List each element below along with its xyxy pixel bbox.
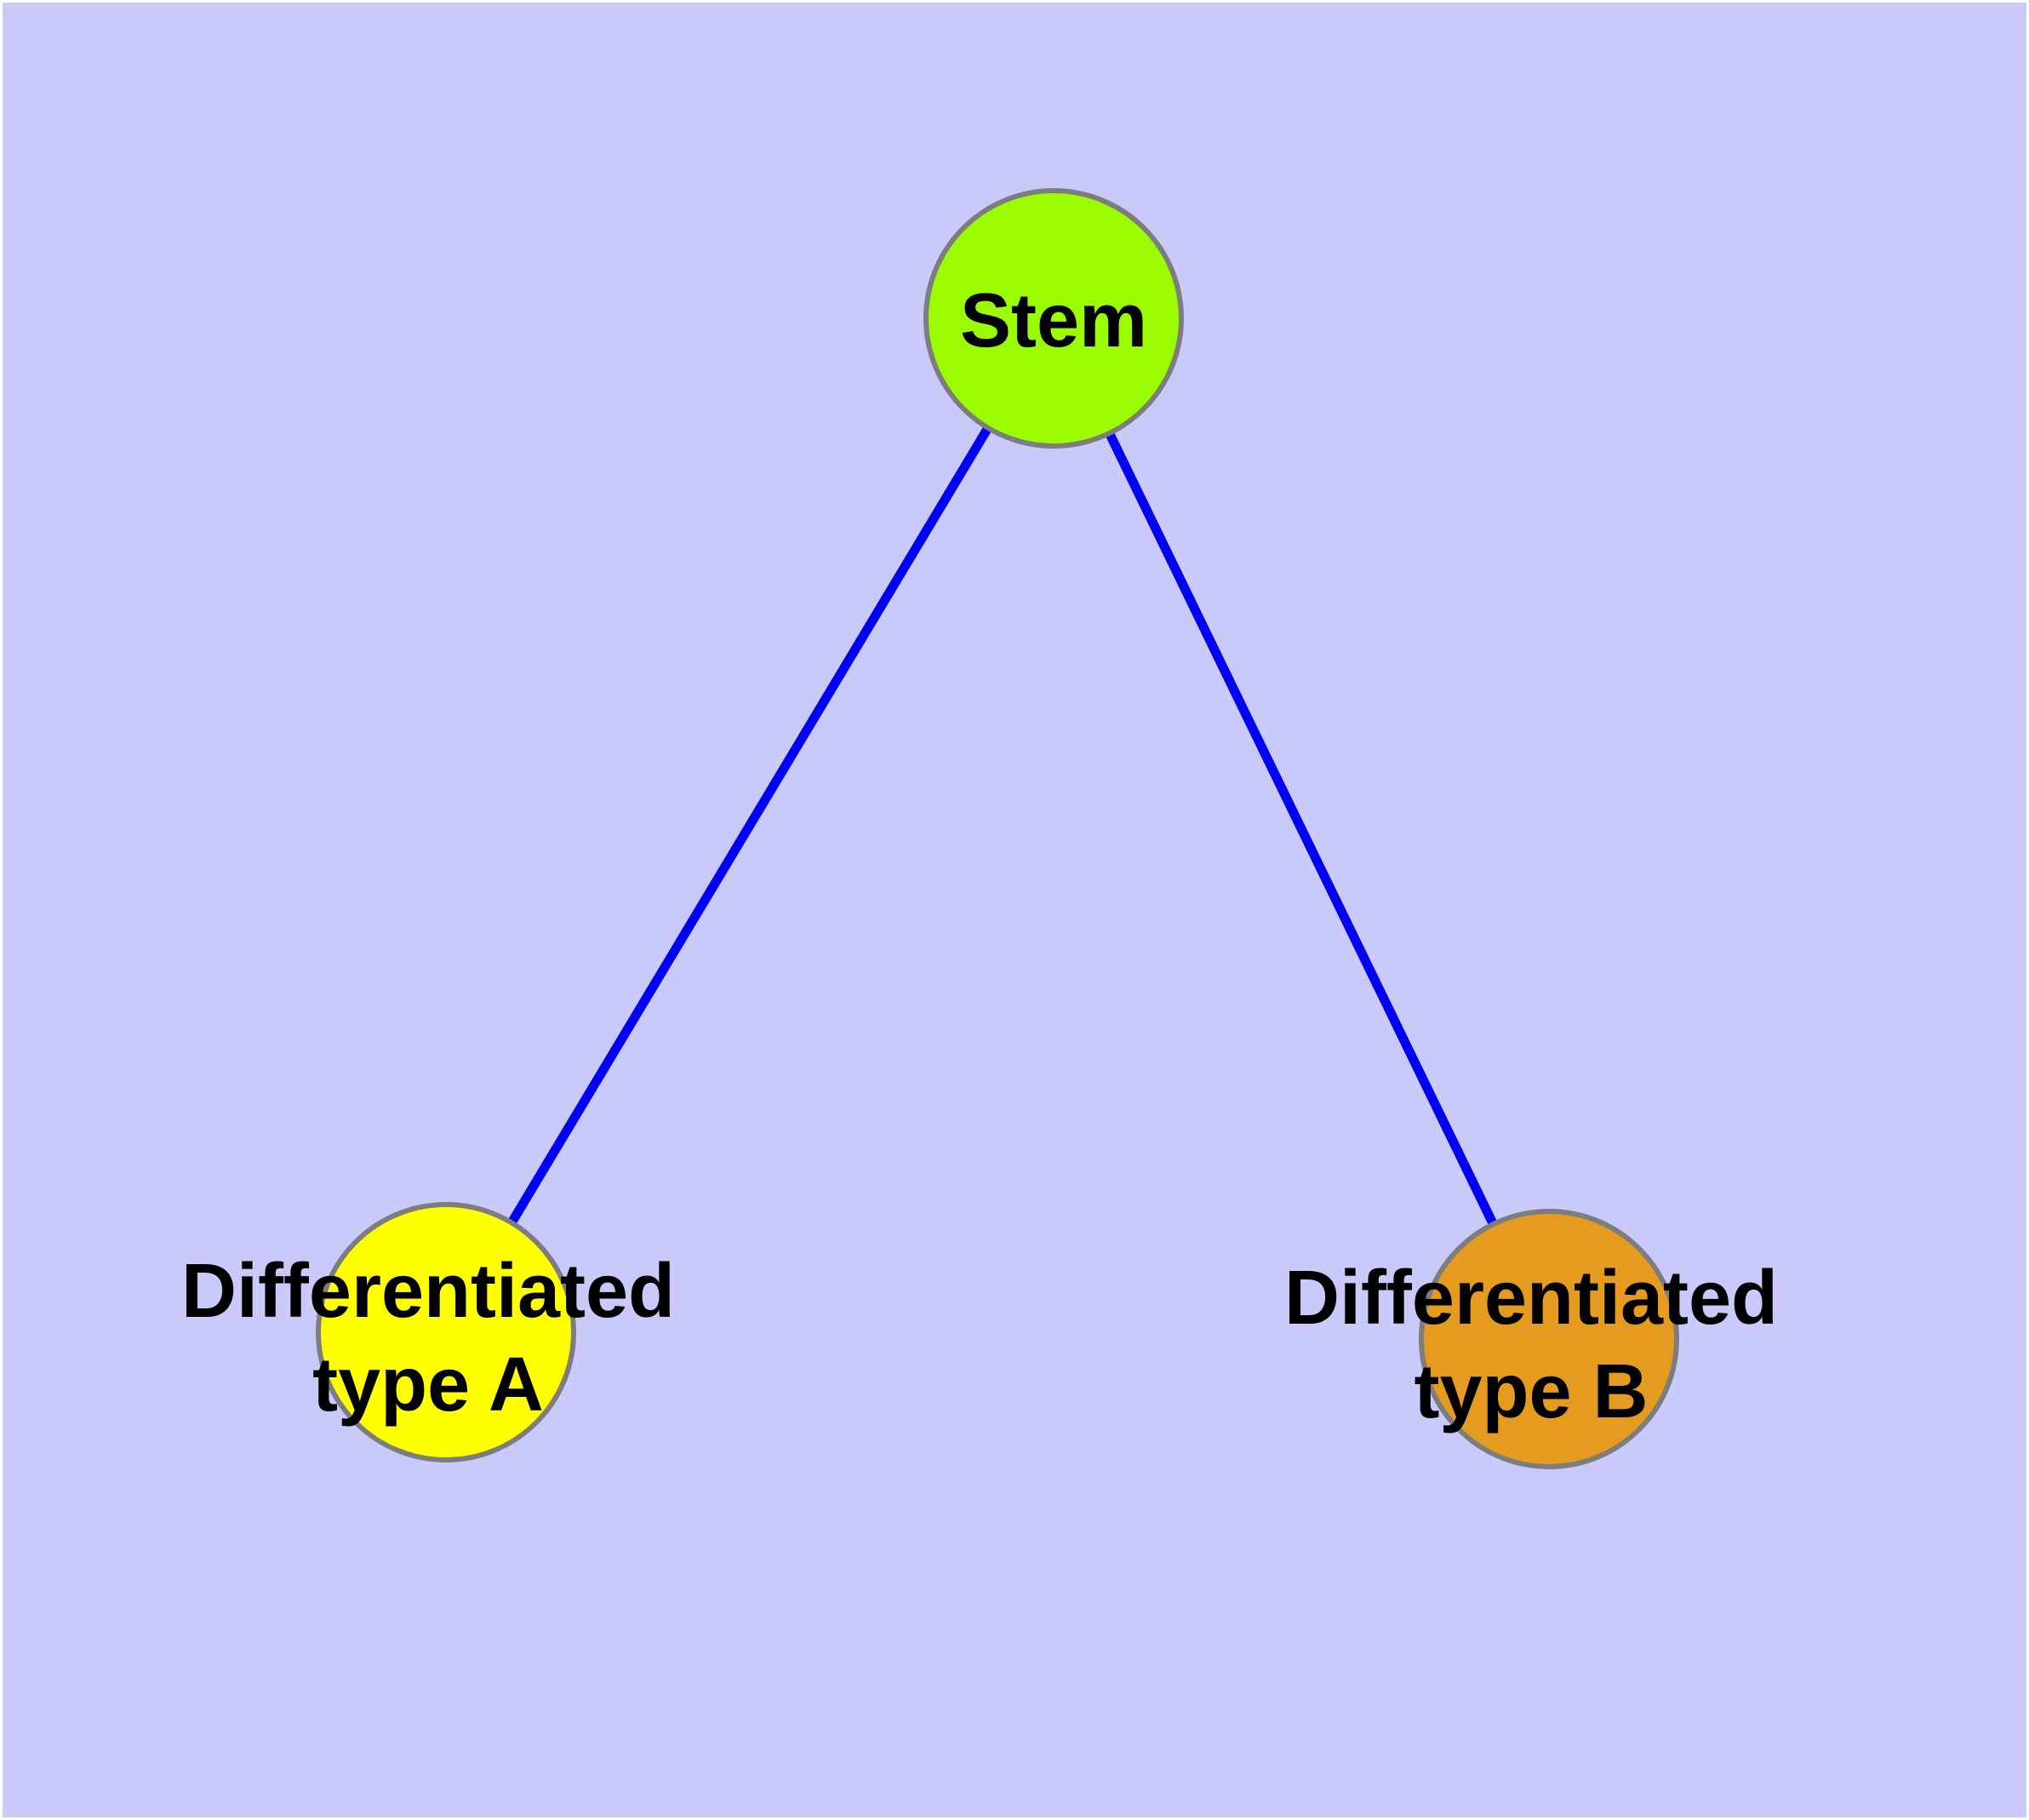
type-b-label-line2: type B bbox=[1414, 1349, 1648, 1434]
type-a-label-line2: type A bbox=[312, 1342, 544, 1428]
type-b-node bbox=[1419, 1209, 1679, 1469]
edge-stem-to-type-a bbox=[442, 316, 1058, 1335]
stem-node-label: Stem bbox=[960, 278, 1147, 363]
stem-node bbox=[923, 188, 1184, 449]
type-b-label-line1: Differentiated bbox=[1284, 1256, 1778, 1341]
edge-stem-to-type-b bbox=[1049, 316, 1553, 1342]
type-a-label-line1: Differentiated bbox=[181, 1249, 675, 1334]
type-a-node bbox=[316, 1202, 576, 1462]
